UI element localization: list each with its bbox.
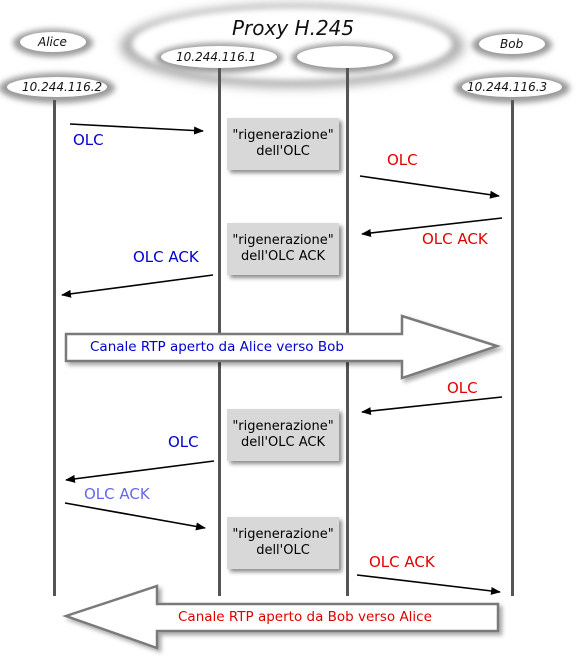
regen-box-line1: "rigenerazione" xyxy=(232,418,334,434)
proxy-left-lifeline xyxy=(218,68,221,596)
channel-label-alice-bob: Canale RTP aperto da Alice verso Bob xyxy=(90,339,344,355)
proxy-left-ip: 10.244.116.1 xyxy=(176,50,257,64)
alice-cloud xyxy=(0,29,115,103)
bob-name: Bob xyxy=(500,37,524,51)
arrow-olc-ack-1 xyxy=(361,217,503,237)
arrow-olc-4 xyxy=(65,460,215,483)
alice-name: Alice xyxy=(38,35,67,49)
proxy-title: Proxy H.245 xyxy=(232,16,355,40)
msg-olc-ack-2: OLC ACK xyxy=(133,248,199,266)
proxy-cloud xyxy=(120,4,464,88)
arrow-olc-2 xyxy=(359,175,500,199)
arrow-olc-3 xyxy=(361,396,503,416)
arrow-olc-ack-4 xyxy=(356,574,501,595)
msg-olc-4: OLC xyxy=(168,433,199,451)
bob-cloud xyxy=(454,31,570,103)
channel-arrow-alice-bob xyxy=(64,314,502,380)
regen-box-line2: dell'OLC xyxy=(256,543,310,558)
regen-box-olc-2: "rigenerazione" dell'OLC xyxy=(227,517,339,569)
channel-label-bob-alice: Canale RTP aperto da Bob verso Alice xyxy=(178,609,432,625)
regen-box-olc-ack-2: "rigenerazione" dell'OLC ACK xyxy=(227,409,339,461)
message-arrows xyxy=(61,123,503,595)
regen-box-line1: "rigenerazione" xyxy=(232,232,334,248)
regen-box-line1: "rigenerazione" xyxy=(232,127,334,143)
channel-arrow-bob-alice xyxy=(62,584,500,650)
bob-ip: 10.244.116.3 xyxy=(467,80,548,94)
msg-olc-ack-4: OLC ACK xyxy=(369,553,435,571)
alice-ip: 10.244.116.2 xyxy=(22,80,103,94)
msg-olc-3: OLC xyxy=(447,379,478,397)
arrow-olc-ack-2 xyxy=(61,274,214,298)
msg-olc-ack-3: OLC ACK xyxy=(84,485,150,503)
regen-box-line1: "rigenerazione" xyxy=(232,526,334,542)
msg-olc-ack-1: OLC ACK xyxy=(422,230,488,248)
arrow-olc-ack-3 xyxy=(64,502,206,531)
lifelines xyxy=(53,68,514,596)
arrow-olc-1 xyxy=(69,123,204,135)
bob-lifeline xyxy=(511,100,514,596)
msg-olc-2: OLC xyxy=(387,151,418,169)
regen-box-line2: dell'OLC ACK xyxy=(241,249,325,264)
regen-box-olc-ack-1: "rigenerazione" dell'OLC ACK xyxy=(227,223,339,275)
proxy-right-lifeline xyxy=(346,68,349,596)
regen-box-line2: dell'OLC ACK xyxy=(241,435,325,450)
msg-olc-1: OLC xyxy=(73,131,104,149)
alice-lifeline xyxy=(53,100,56,596)
regen-box-line2: dell'OLC xyxy=(256,144,310,159)
regen-box-olc-1: "rigenerazione" dell'OLC xyxy=(227,118,339,170)
